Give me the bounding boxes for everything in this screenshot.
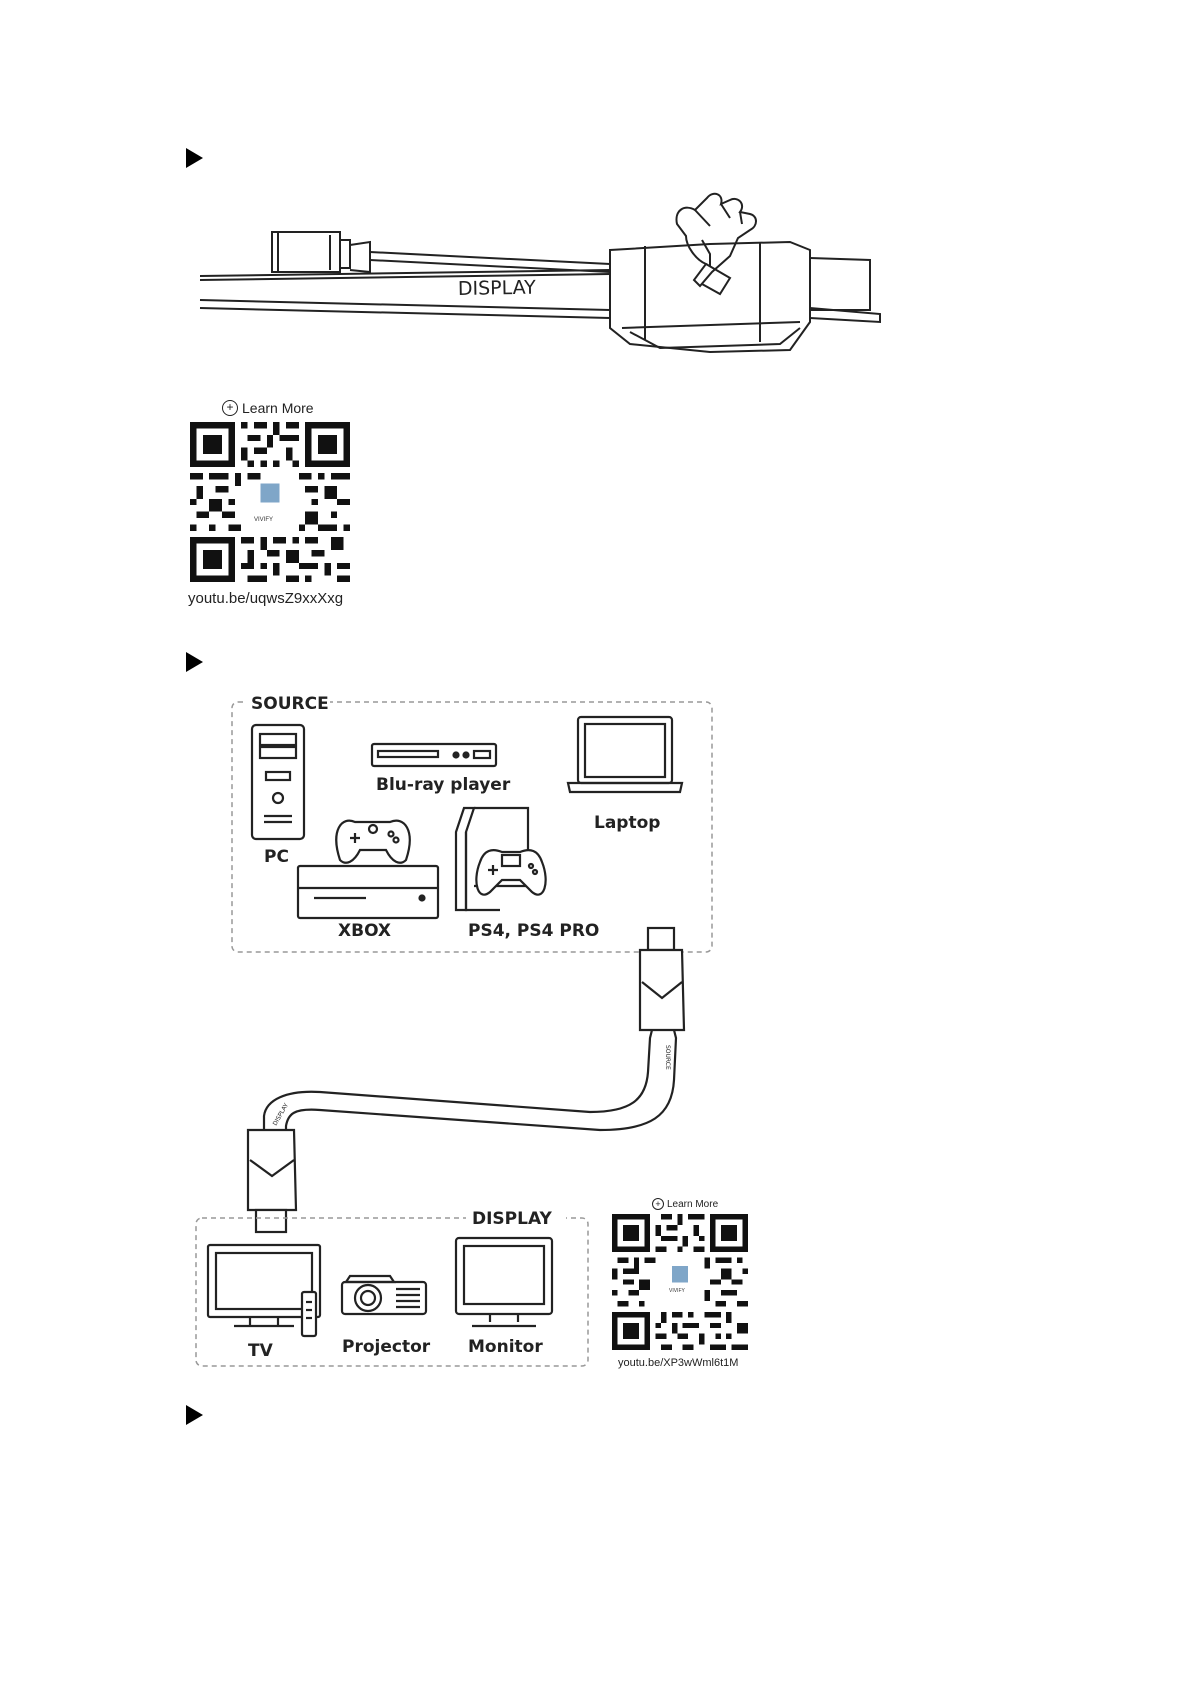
projector-icon (342, 1276, 426, 1314)
plus-circle-icon: + (652, 1198, 664, 1210)
source-title: SOURCE (251, 694, 329, 714)
hand-pointer-icon (676, 194, 756, 286)
monitor-icon (456, 1238, 552, 1326)
xbox-label: XBOX (338, 921, 391, 941)
cable-source-print: SOURCE (664, 1045, 671, 1070)
plus-circle-icon: + (222, 400, 238, 416)
learn-more-row-2: + Learn More (652, 1198, 752, 1210)
bluray-label: Blu-ray player (376, 775, 511, 795)
cable-press-figure: DISPLAY (190, 180, 910, 365)
hdmi-cable-icon (248, 928, 684, 1232)
pc-label: PC (264, 847, 289, 867)
learn-more-row: + Learn More (222, 400, 358, 416)
learn-more-label-2: Learn More (667, 1199, 718, 1210)
bullet-marker-3 (186, 1405, 203, 1425)
qr-block-2: + Learn More VIVIFY youtu.be/XP3wWml6t1M (612, 1198, 752, 1369)
connection-diagram: SOURCE (190, 680, 910, 1380)
qr-url-label-2[interactable]: youtu.be/XP3wWml6t1M (618, 1357, 752, 1369)
qr-code-icon[interactable] (190, 422, 350, 582)
tv-label: TV (248, 1341, 274, 1361)
learn-more-label: Learn More (242, 400, 314, 416)
laptop-label: Laptop (594, 813, 660, 833)
laptop-icon (568, 717, 682, 792)
monitor-label: Monitor (468, 1337, 543, 1357)
qr-brand-label: VIVIFY (254, 517, 273, 523)
xbox-console-icon (298, 821, 438, 918)
qr-url-label[interactable]: youtu.be/uqwsZ9xxXxg (188, 590, 358, 607)
projector-label: Projector (342, 1337, 431, 1357)
tv-icon (208, 1245, 320, 1336)
qr-block-1: + Learn More VIVIFY youtu.be/uqwsZ9xxXxg (188, 400, 358, 607)
bullet-marker-2 (186, 652, 203, 672)
display-title: DISPLAY (472, 1209, 553, 1229)
cable-print-label: DISPLAY (458, 277, 537, 300)
ps4-label: PS4, PS4 PRO (468, 921, 599, 941)
bluray-player-icon (372, 744, 496, 766)
qr-brand-label-2: VIVIFY (669, 1288, 685, 1294)
pc-tower-icon (252, 725, 304, 839)
bullet-marker-1 (186, 148, 203, 168)
qr-code-icon-2[interactable] (612, 1214, 748, 1350)
ps4-console-icon (456, 808, 546, 910)
